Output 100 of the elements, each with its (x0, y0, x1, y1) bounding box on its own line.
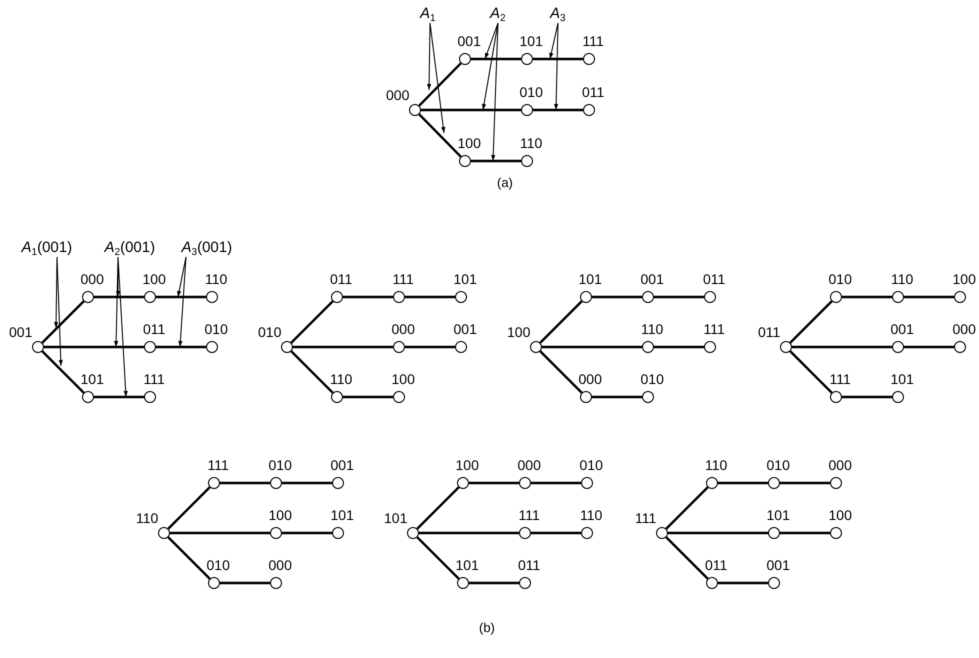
tree-node-circle (954, 290, 966, 302)
node-label: 010 (268, 458, 292, 472)
tree-branch-line (94, 296, 144, 298)
tree-node-circle (892, 340, 904, 352)
tree-node-circle (520, 104, 532, 116)
node-label: 001 (454, 322, 477, 336)
node-label: 011 (705, 558, 728, 572)
node-label: 000 (392, 322, 415, 336)
tree-branch-line (416, 536, 460, 580)
tree-node-circle (458, 154, 470, 166)
annotation-label: A$_{3}$ (550, 5, 566, 22)
node-label: 000 (80, 272, 104, 286)
tree-branch-line (41, 350, 85, 394)
tree-branch-line (842, 396, 892, 398)
tree-branch-line (531, 482, 581, 484)
node-label: 011 (582, 85, 604, 99)
tree-branch-line (343, 296, 393, 298)
tree-node-circle (768, 476, 780, 488)
node-label: 011 (758, 325, 780, 339)
tree-branch-line (44, 346, 144, 348)
tree-node-circle (32, 340, 44, 352)
node-label: 001 (458, 34, 481, 48)
tree-node-circle (270, 476, 282, 488)
annotation-arrow (430, 22, 446, 134)
annotation-arrow (482, 22, 498, 110)
tree-branch-line (792, 346, 892, 348)
tree-node-circle (392, 390, 404, 402)
tree-node-circle (642, 390, 654, 402)
annotation-arrow (491, 22, 498, 162)
node-label: 011 (703, 272, 726, 286)
tree-branch-line (282, 482, 332, 484)
node-label: 100 (392, 372, 415, 386)
tree-node-circle (954, 340, 966, 352)
tree-node-circle (82, 290, 94, 302)
node-label: 110 (205, 272, 228, 286)
tree-node-circle (518, 526, 530, 538)
tree-branch-line (780, 482, 830, 484)
annotation-label: A$_{1}$ (420, 5, 436, 22)
tree-node-circle (582, 104, 594, 116)
tree-node-circle (780, 340, 792, 352)
tree-branch-line (416, 486, 460, 530)
tree-branch-line (533, 108, 583, 112)
tree-node-circle (706, 576, 718, 588)
node-label: 100 (458, 136, 481, 150)
annotation-arrow (484, 22, 498, 60)
tree-branch-line (405, 346, 455, 348)
tree-branch-line (789, 300, 833, 344)
node-label: 101 (80, 372, 104, 386)
node-label: 000 (828, 458, 852, 472)
tree-branch-line (842, 296, 892, 298)
node-label: 000 (386, 88, 410, 102)
tree-node-circle (144, 340, 156, 352)
tree-branch-line (421, 108, 521, 112)
node-label: 001 (330, 458, 354, 472)
tree-branch-line (539, 300, 583, 344)
tree-node-circle (144, 290, 156, 302)
node-label: 110 (641, 322, 664, 336)
tree-branch-line (469, 482, 519, 484)
node-label: 111 (830, 372, 851, 386)
tree-branch-line (220, 482, 270, 484)
panel-label: (a) (497, 175, 513, 190)
tree-branch-line (904, 296, 954, 298)
tree-branch-line (592, 396, 642, 398)
tree-node-circle (206, 340, 218, 352)
tree-branch-line (167, 486, 211, 530)
node-label: 101 (520, 34, 543, 48)
node-label: 110 (580, 508, 602, 522)
annotation-arrow (178, 256, 186, 348)
tree-node-circle (406, 526, 418, 538)
node-label: 001 (640, 272, 664, 286)
tree-node-circle (642, 290, 654, 302)
tree-node-circle (768, 526, 780, 538)
node-label: 110 (136, 511, 158, 525)
node-label: 010 (766, 458, 790, 472)
tree-node-circle (208, 576, 220, 588)
tree-branch-line (471, 160, 521, 162)
tree-node-circle (392, 340, 404, 352)
tree-branch-line (156, 296, 206, 298)
tree-branch-line (220, 582, 270, 584)
tree-branch-line (665, 486, 709, 530)
tree-node-circle (530, 340, 542, 352)
tree-node-circle (656, 526, 668, 538)
tree-node-circle (582, 52, 594, 64)
tree-node-circle (408, 104, 420, 116)
annotation-label: A$_{2}$ (490, 5, 506, 22)
tree-node-circle (830, 390, 842, 402)
tree-branch-line (592, 296, 642, 298)
tree-branch-line (418, 113, 462, 158)
annotation-arrow (177, 256, 186, 298)
node-label: 101 (578, 272, 602, 286)
annotation-arrow (554, 22, 558, 110)
tree-branch-line (654, 346, 704, 348)
node-label: 101 (766, 508, 790, 522)
node-label: 100 (507, 325, 530, 339)
tree-node-circle (892, 290, 904, 302)
tree-branch-line (170, 532, 270, 534)
tree-node-circle (456, 576, 468, 588)
node-label: 010 (204, 322, 228, 336)
node-label: 100 (828, 508, 852, 522)
tree-branch-line (718, 582, 768, 584)
